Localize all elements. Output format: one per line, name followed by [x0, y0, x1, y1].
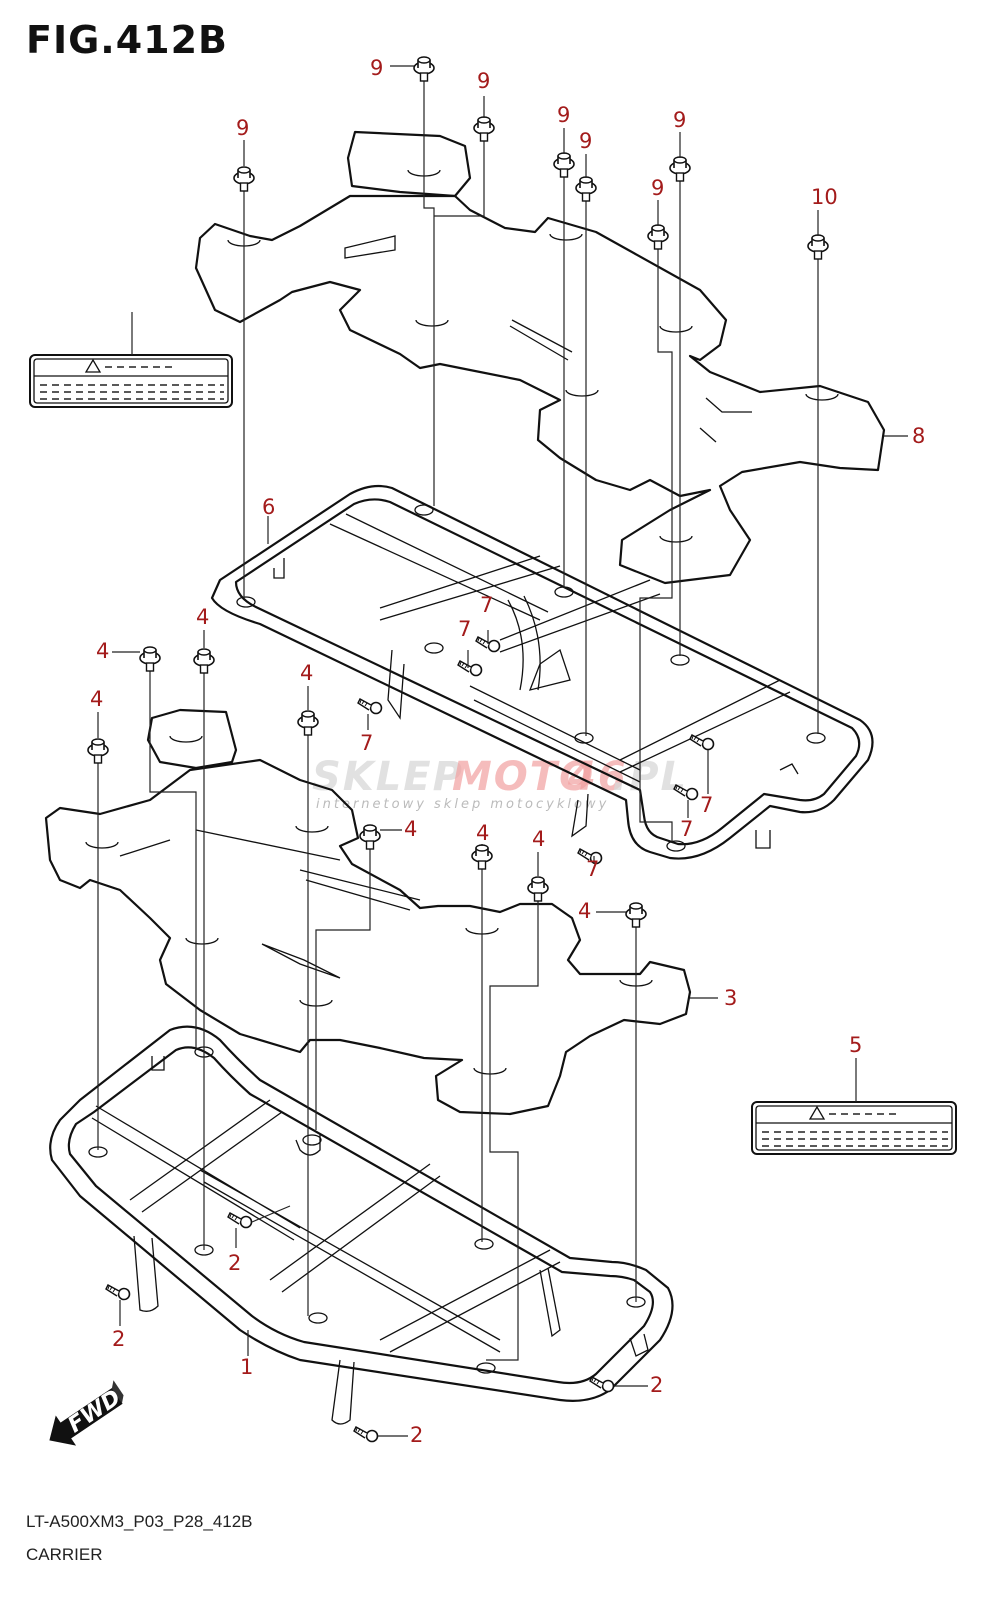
bolt-4-icon[interactable] [297, 710, 319, 736]
part-2-bolts [105, 1205, 648, 1443]
part-7-bolts [357, 630, 715, 865]
callout-6[interactable]: 6 [262, 495, 275, 519]
callout-4[interactable]: 4 [90, 687, 103, 711]
callout-2[interactable]: 2 [112, 1327, 125, 1351]
callout-1[interactable]: 1 [240, 1355, 253, 1379]
figure-code: LT-A500XM3_P03_P28_412B [26, 1512, 253, 1531]
bolt-4-icon[interactable] [359, 824, 381, 850]
bolt-4-icon[interactable] [527, 876, 549, 902]
bolt-2-icon[interactable] [589, 1376, 615, 1393]
callout-9[interactable]: 9 [651, 176, 664, 200]
callout-8[interactable]: 8 [912, 424, 925, 448]
part-10-warning-label[interactable] [29, 354, 233, 408]
callout-4[interactable]: 4 [300, 661, 313, 685]
part-4-bolts [87, 646, 647, 1361]
part-1-front-carrier-frame[interactable] [49, 1025, 674, 1425]
callout-4[interactable]: 4 [196, 605, 209, 629]
callout-4[interactable]: 4 [578, 899, 591, 923]
callout-7[interactable]: 7 [680, 817, 693, 841]
callout-3[interactable]: 3 [724, 986, 737, 1010]
warning-triangle-icon [808, 1105, 826, 1120]
bolt-9-icon[interactable] [413, 56, 435, 82]
watermark-brand-2: MOTO [452, 754, 595, 800]
watermark-brand-1: SKLEP [312, 754, 464, 800]
bolt-4-icon[interactable] [471, 844, 493, 870]
callout-2[interactable]: 2 [228, 1251, 241, 1275]
callout-4[interactable]: 4 [404, 817, 417, 841]
bolt-9-icon[interactable] [233, 166, 255, 192]
callout-7[interactable]: 7 [480, 593, 493, 617]
callout-9[interactable]: 9 [673, 108, 686, 132]
bolt-4-icon[interactable] [87, 738, 109, 764]
callouts: 1 2 2 2 2 3 4 4 4 4 4 4 4 4 5 6 7 7 7 7 … [90, 56, 925, 1447]
bolt-4-icon[interactable] [193, 648, 215, 674]
callout-7[interactable]: 7 [458, 617, 471, 641]
figure-name: CARRIER [26, 1545, 103, 1564]
watermark: SKLEP MOTO 46 .PL internetowy sklep moto… [312, 754, 688, 812]
bolt-9-icon[interactable] [807, 234, 829, 260]
bolt-2-icon[interactable] [353, 1426, 379, 1443]
callout-4[interactable]: 4 [96, 639, 109, 663]
callout-7[interactable]: 7 [360, 731, 373, 755]
callout-leader-stubs [97, 65, 819, 913]
callout-9[interactable]: 9 [579, 129, 592, 153]
bolt-7-icon[interactable] [357, 698, 383, 715]
part-5-warning-label[interactable] [751, 1101, 957, 1155]
callout-9[interactable]: 9 [477, 69, 490, 93]
warning-triangle-icon [84, 358, 102, 373]
callout-9[interactable]: 9 [236, 116, 249, 140]
callout-2[interactable]: 2 [410, 1423, 423, 1447]
callout-4[interactable]: 4 [532, 827, 545, 851]
bolt-4-icon[interactable] [625, 902, 647, 928]
callout-5[interactable]: 5 [849, 1033, 862, 1057]
watermark-brand-4: .PL [612, 754, 688, 800]
bolt-7-icon[interactable] [457, 660, 483, 677]
bolt-9-icon[interactable] [647, 224, 669, 250]
callout-7[interactable]: 7 [700, 793, 713, 817]
watermark-tagline: internetowy sklep motocyklowy [316, 797, 609, 812]
bolt-2-icon[interactable] [227, 1212, 253, 1229]
bolt-9-icon[interactable] [669, 156, 691, 182]
figure-title: FIG.412B [26, 18, 229, 62]
bolt-9-icon[interactable] [473, 116, 495, 142]
callout-2[interactable]: 2 [650, 1373, 663, 1397]
bolt-7-icon[interactable] [689, 734, 715, 751]
part-9-bolts [233, 56, 829, 842]
forward-arrow-icon [49, 1387, 123, 1446]
bolt-9-icon[interactable] [553, 152, 575, 178]
bolt-9-icon[interactable] [575, 176, 597, 202]
callout-9[interactable]: 9 [370, 56, 383, 80]
fwd-direction-marker: FWD [49, 1380, 126, 1446]
callout-7[interactable]: 7 [586, 857, 599, 881]
bolt-4-icon[interactable] [139, 646, 161, 672]
leader-lines [131, 312, 908, 1356]
callout-4[interactable]: 4 [476, 821, 489, 845]
bolt-2-icon[interactable] [105, 1284, 131, 1301]
callout-9[interactable]: 10 [811, 185, 838, 209]
fwd-label: FWD [64, 1385, 126, 1438]
callout-9[interactable]: 9 [557, 103, 570, 127]
part-6-rear-carrier-frame[interactable] [210, 484, 874, 860]
part-8-rear-carrier-cover[interactable] [194, 130, 886, 585]
